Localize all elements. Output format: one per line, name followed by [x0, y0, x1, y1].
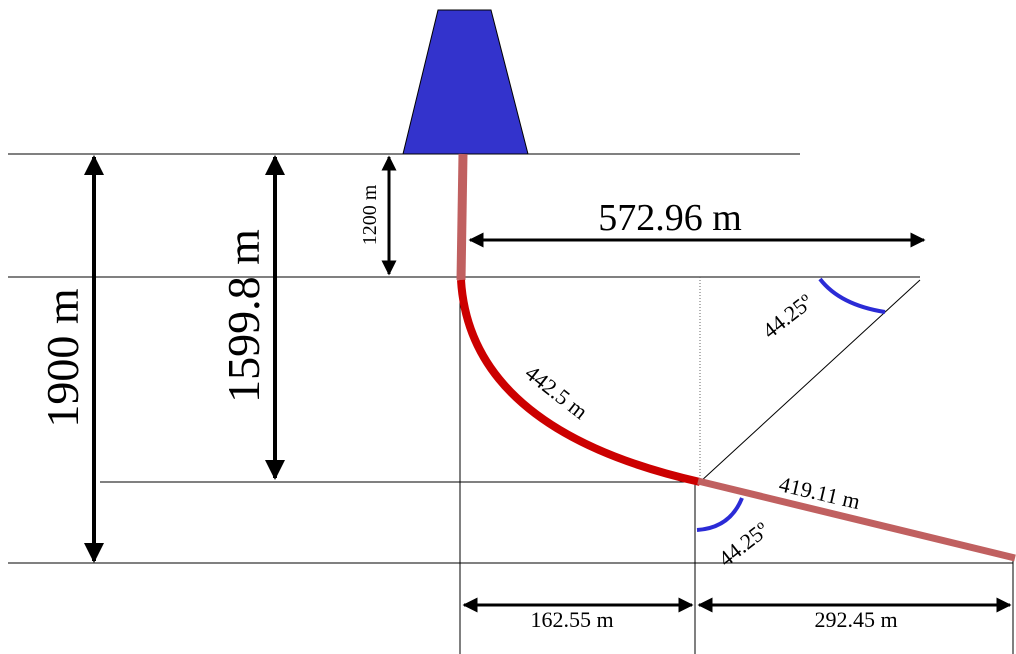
- upper-angle-label: 44.25º: [757, 289, 817, 343]
- radius-label: 572.96 m: [598, 197, 742, 239]
- lower-angle-arc: [696, 497, 744, 532]
- kickoff-depth-label: 1200 m: [359, 184, 381, 245]
- drilling-rig-icon: [402, 9, 529, 155]
- total-depth-label: 1900 m: [37, 288, 88, 428]
- vertical-section: [456, 153, 468, 281]
- upper-angle-arc: [818, 277, 886, 314]
- build-section-depth-label: 1599.8 m: [218, 229, 269, 403]
- tangent-section: [697, 477, 1016, 562]
- build-displacement-label: 162.55 m: [530, 607, 613, 632]
- tangent-displacement-label: 292.45 m: [814, 607, 897, 632]
- build-curve: [457, 279, 701, 486]
